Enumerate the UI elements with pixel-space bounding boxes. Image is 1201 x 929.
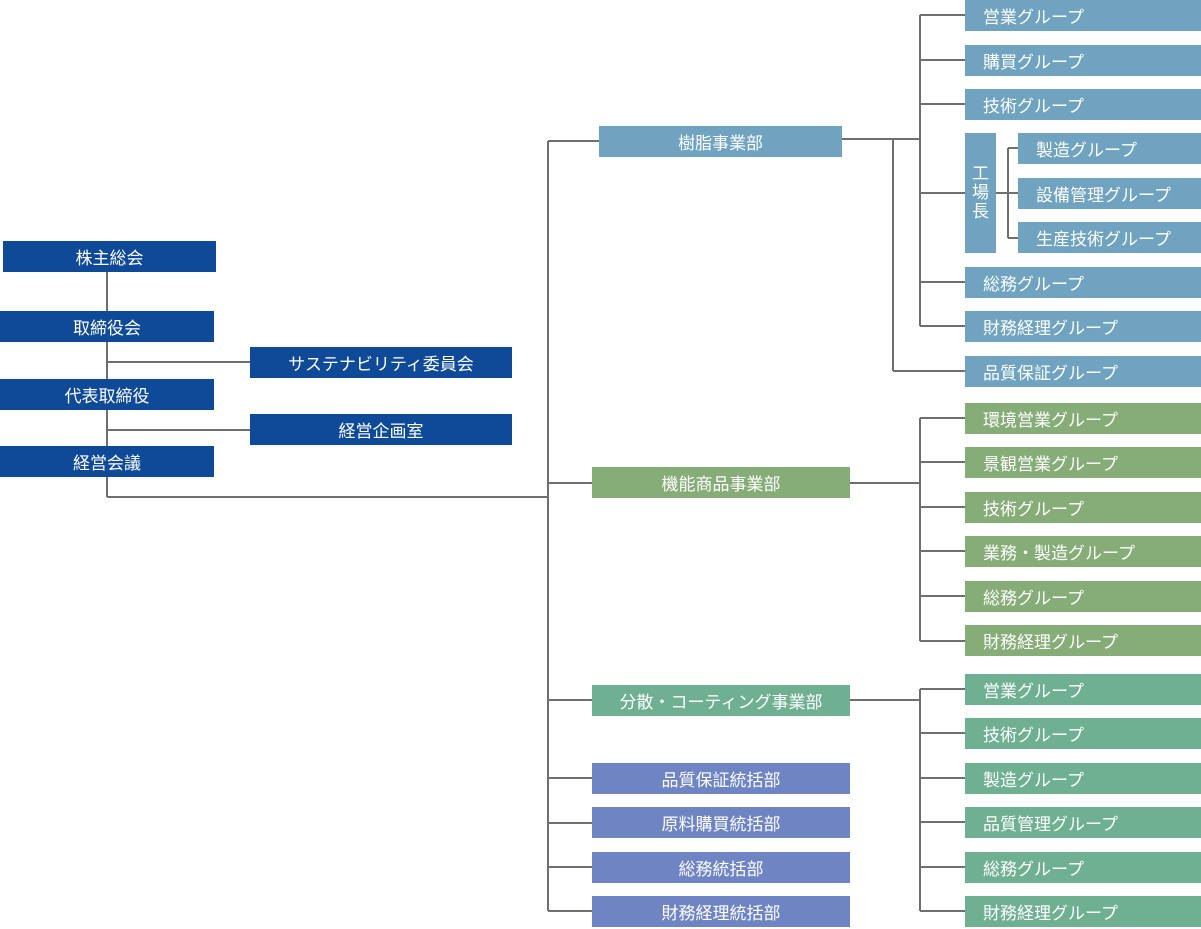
dispersion-manufacturing-group: 製造グループ	[965, 763, 1201, 794]
plant-production-engineering-group: 生産技術グループ	[1018, 222, 1201, 253]
resin-engineering-group: 技術グループ	[965, 89, 1201, 120]
plant-manager-char: 工	[972, 163, 989, 184]
resin-sales-group: 営業グループ	[965, 0, 1201, 31]
dispersion-finance-group: 財務経理グループ	[965, 896, 1201, 927]
resin-finance-group: 財務経理グループ	[965, 311, 1201, 342]
board-of-directors-box: 取締役会	[0, 311, 214, 342]
management-meeting-box: 経営会議	[0, 446, 214, 477]
plant-facility-management-group: 設備管理グループ	[1018, 178, 1201, 209]
shareholders-meeting-box: 株主総会	[3, 241, 216, 272]
functional-division-box: 機能商品事業部	[592, 467, 850, 498]
functional-environmental-sales-group: 環境営業グループ	[965, 403, 1201, 434]
resin-division-box: 樹脂事業部	[599, 126, 842, 157]
sustainability-committee-box: サステナビリティ委員会	[250, 347, 512, 378]
representative-director-box: 代表取締役	[0, 379, 214, 410]
resin-quality-assurance-group: 品質保証グループ	[965, 356, 1201, 387]
dispersion-sales-group: 営業グループ	[965, 674, 1201, 705]
dispersion-general-affairs-group: 総務グループ	[965, 852, 1201, 883]
functional-finance-group: 財務経理グループ	[965, 625, 1201, 656]
functional-general-affairs-group: 総務グループ	[965, 581, 1201, 612]
finance-department-box: 財務経理統括部	[592, 896, 850, 927]
dispersion-quality-management-group: 品質管理グループ	[965, 807, 1201, 838]
functional-landscape-sales-group: 景観営業グループ	[965, 447, 1201, 478]
quality-assurance-department-box: 品質保証統括部	[592, 763, 850, 794]
dispersion-division-box: 分散・コーティング事業部	[592, 685, 850, 716]
plant-manufacturing-group: 製造グループ	[1018, 133, 1201, 164]
raw-material-purchasing-department-box: 原料購買統括部	[592, 807, 850, 838]
resin-purchasing-group: 購買グループ	[965, 45, 1201, 76]
plant-manager-char: 長	[972, 201, 989, 222]
general-affairs-department-box: 総務統括部	[592, 852, 850, 883]
dispersion-engineering-group: 技術グループ	[965, 718, 1201, 749]
functional-engineering-group: 技術グループ	[965, 492, 1201, 523]
plant-manager-box: 工 場 長	[965, 133, 996, 253]
corporate-planning-box: 経営企画室	[250, 414, 512, 445]
plant-manager-char: 場	[972, 182, 989, 203]
resin-general-affairs-group: 総務グループ	[965, 267, 1201, 298]
functional-operations-manufacturing-group: 業務・製造グループ	[965, 536, 1201, 567]
